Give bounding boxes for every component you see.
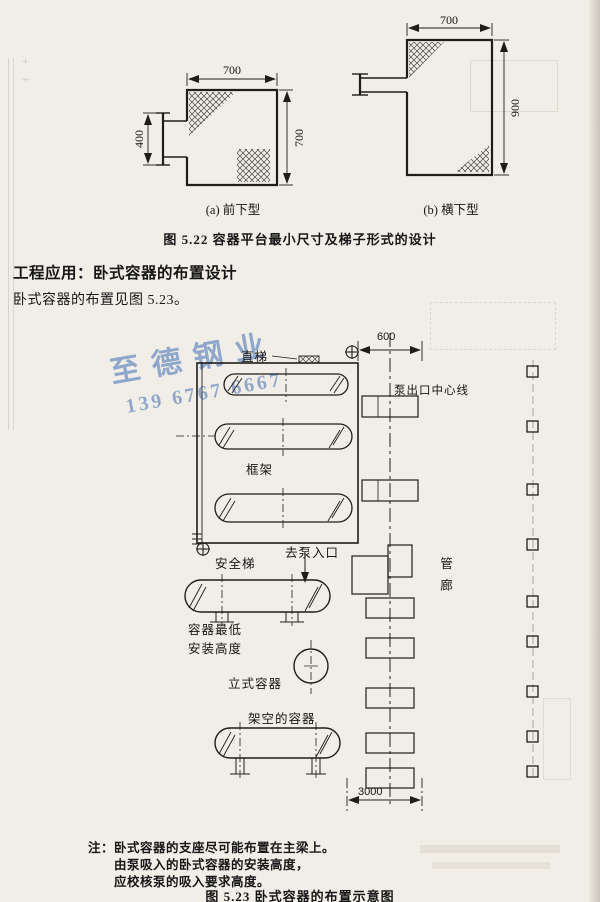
dim-label-a-ladder: 400: [132, 130, 146, 148]
pump-block: [365, 732, 415, 754]
label-pump-outlet-centerline: 泵出口中心线: [394, 385, 469, 397]
pump-block: [361, 395, 419, 418]
fig522-caption: 图 5.22 容器平台最小尺寸及梯子形式的设计: [163, 232, 437, 247]
note-line-1: 注：卧式容器的支座尽可能布置在主梁上。: [88, 840, 335, 857]
label-vessel-min-height: 容器最低 安装高度: [188, 619, 242, 657]
grating-hatch: [189, 92, 236, 136]
dimension-left: [143, 112, 157, 166]
rack-column: [526, 483, 539, 496]
fig522-type-a: 700 700 400: [132, 63, 306, 187]
dimension-top: [406, 23, 493, 36]
label-dim-600: 600: [377, 331, 396, 343]
grating-hatch: [455, 145, 489, 172]
note-line-3: 应校核泵的吸入要求高度。: [114, 875, 271, 889]
rack-column: [526, 685, 539, 698]
horizontal-vessel-2: [176, 418, 353, 456]
grating-hatch: [409, 42, 444, 78]
grating-hatch: [237, 149, 270, 182]
column-marker-symbol: [196, 345, 359, 556]
pipe-rack-columns: [526, 365, 539, 778]
dimension-right: [279, 89, 293, 186]
rack-column: [526, 365, 539, 378]
dim-label-a-width: 700: [223, 63, 241, 77]
safety-ladder-symbol: [192, 533, 202, 545]
fig522-label-b: (b) 横下型: [423, 203, 479, 217]
note-block: 注：卧式容器的支座尽可能布置在主梁上。 由泵吸入的卧式容器的安装高度， 应校核泵…: [88, 840, 335, 891]
pump-block: [387, 544, 413, 578]
label-dim-3000: 3000: [358, 786, 383, 798]
straight-ladder-leader: [271, 355, 298, 360]
platform-outline: [185, 88, 279, 187]
note-text-1: 卧式容器的支座尽可能布置在主梁上。: [114, 841, 336, 855]
fig522-type-b: 700 900: [352, 13, 522, 177]
scan-bleed-bar: [432, 862, 550, 869]
label-safety-ladder: 安全梯: [215, 557, 256, 571]
label-to-pump-inlet: 去泵入口: [285, 546, 340, 560]
rack-column: [526, 420, 539, 433]
elevated-vessel: [214, 722, 341, 778]
dim-label-b-width: 700: [440, 13, 458, 27]
label-elevated-vessel: 架空的容器: [248, 712, 316, 726]
pump-blocks: [361, 395, 419, 789]
label-pipe-rack: 管廊: [438, 557, 452, 600]
dimension-right: [494, 39, 509, 176]
label-straight-ladder: 直梯: [241, 350, 269, 364]
dimension-top: [186, 73, 278, 86]
note-prefix: 注：: [88, 841, 115, 855]
horizontal-vessel-3: [214, 488, 353, 530]
horizontal-vessel-1: [223, 368, 349, 402]
platform-outline: [405, 38, 494, 177]
rack-column: [526, 635, 539, 648]
rack-column: [526, 538, 539, 551]
straight-ladder-symbol: [298, 355, 320, 364]
dim-label-a-height: 700: [292, 129, 306, 147]
ladder-symbol: [156, 112, 187, 166]
label-vertical-vessel: 立式容器: [228, 677, 283, 691]
dimension-3000: [346, 778, 423, 812]
rack-column: [526, 765, 539, 778]
label-frame: 框架: [246, 463, 274, 477]
pump-block: [365, 767, 415, 789]
pump-block: [365, 687, 415, 709]
pump-block: [365, 637, 415, 659]
ladder-symbol: [352, 73, 407, 96]
figure-5-22-drawing: 700 700 400: [132, 13, 522, 187]
fig523-caption: 图 5.23 卧式容器的布置示意图: [205, 889, 395, 902]
figure-5-23-drawing: [176, 333, 539, 812]
dim-label-b-height: 900: [508, 99, 522, 117]
section-heading: 工程应用：卧式容器的布置设计: [13, 265, 238, 282]
pump-block: [365, 597, 415, 619]
rack-column: [526, 595, 539, 608]
rack-column: [526, 730, 539, 743]
frame-structure: [192, 355, 359, 545]
scan-bleed-bar: [420, 845, 560, 853]
low-horizontal-vessel: [184, 574, 331, 626]
pump-inlet-block: [351, 555, 389, 595]
fig522-label-a: (a) 前下型: [205, 203, 261, 217]
label-vessel-min-height-line2: 安装高度: [188, 642, 243, 656]
label-vessel-min-height-line1: 容器最低: [188, 623, 243, 637]
note-line-2: 由泵吸入的卧式容器的安装高度，: [114, 858, 310, 872]
pump-block: [361, 479, 419, 502]
vertical-vessel: [293, 640, 329, 694]
section-intro: 卧式容器的布置见图 5.23。: [13, 293, 189, 308]
